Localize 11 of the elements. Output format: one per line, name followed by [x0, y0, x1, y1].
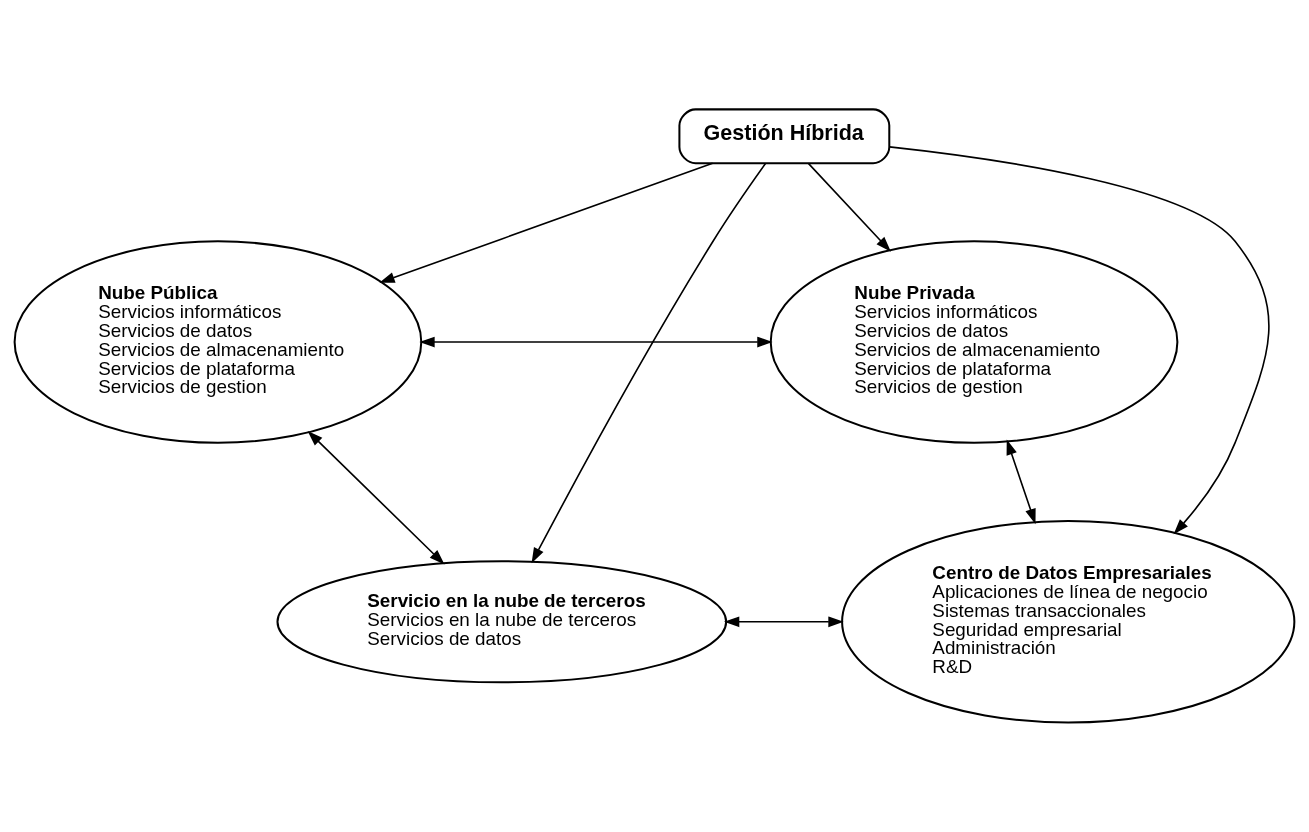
arrow: [419, 336, 773, 348]
arrow: [379, 162, 714, 283]
arrow: [1006, 439, 1036, 525]
arrow: [807, 162, 891, 252]
node-ellipse: Servicio en la nube de terceros Servicios en la nube de terceros Servicios de datos: [276, 560, 728, 684]
arrow: [307, 430, 445, 565]
node-box: Gestión Híbrida: [678, 108, 891, 165]
arrow: [531, 162, 767, 564]
arrow: [723, 616, 844, 628]
node-ellipse: Nube Privada Servicios informáticos Servicios de datos Servicios de almacenamiento Servicios de plataforma Servicios de gestion: [769, 240, 1179, 444]
arrow: [888, 146, 1270, 535]
